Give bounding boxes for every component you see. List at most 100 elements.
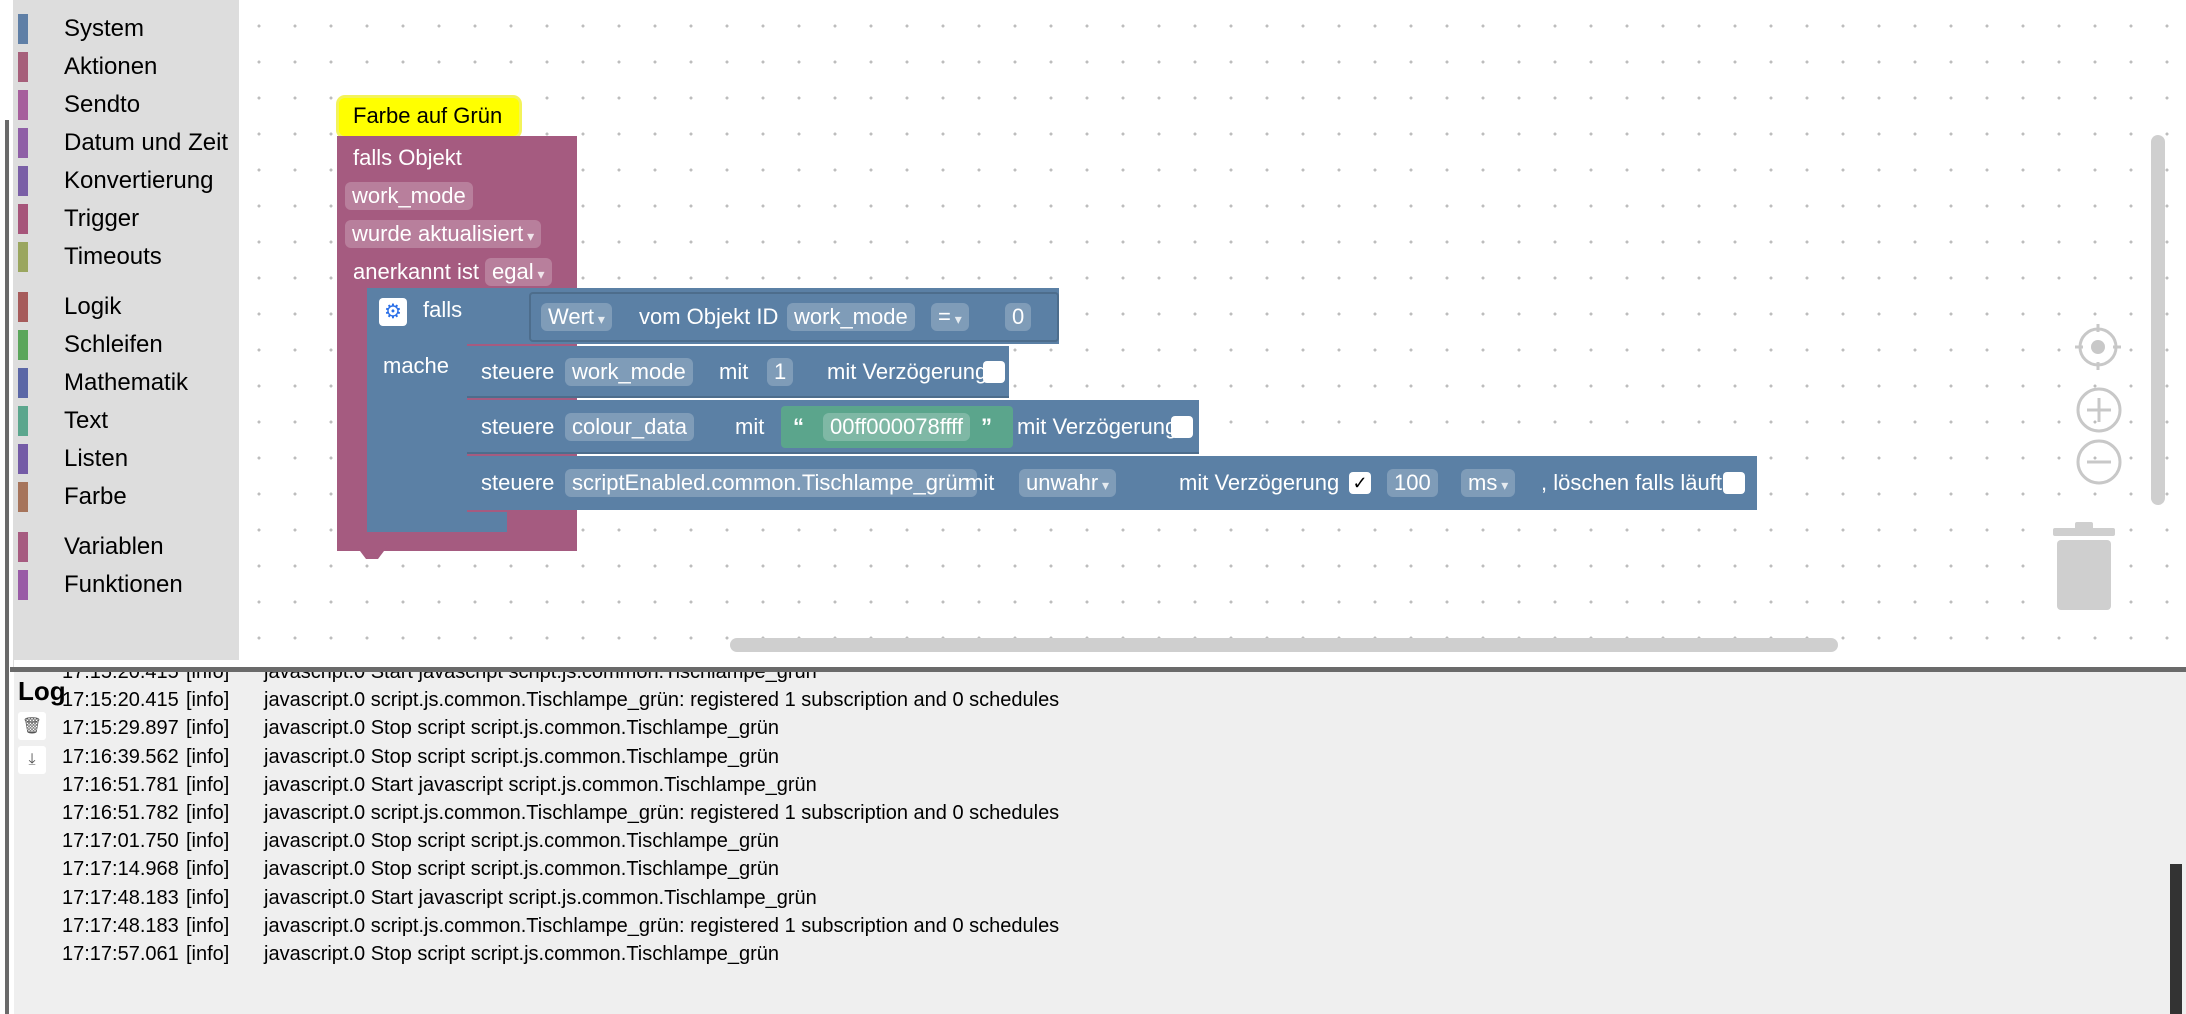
log-level: [info] [186, 914, 230, 937]
text-value-field[interactable]: 00ff000078ffff [823, 413, 970, 441]
set2-label: steuere [481, 414, 555, 439]
trigger-object-field[interactable]: work_mode [345, 182, 473, 210]
clear-running-checkbox[interactable] [1723, 472, 1745, 494]
toolbox-category[interactable]: Farbe [14, 478, 239, 516]
set-state-block-3[interactable]: steuere scriptEnabled.common.Tischlampe_… [467, 456, 1757, 510]
log-level: [info] [186, 717, 230, 740]
toolbox-category[interactable]: Datum und Zeit [14, 124, 239, 162]
toolbox-category[interactable]: Logik [14, 288, 239, 326]
toolbox-category[interactable]: Text [14, 402, 239, 440]
log-message: javascript.0 Stop script script.js.commo… [264, 717, 779, 740]
condition-object-field[interactable]: work_mode [787, 303, 915, 331]
log-time: 17:16:51.782 [62, 802, 179, 824]
comment-bubble[interactable]: Farbe auf Grün [339, 98, 519, 136]
toolbox-category[interactable]: System [14, 10, 239, 48]
category-color-swatch [18, 166, 28, 196]
category-label: Funktionen [64, 571, 183, 598]
operator-dropdown[interactable]: = [931, 303, 969, 331]
category-color-swatch [18, 330, 28, 360]
toolbox-category[interactable]: Mathematik [14, 364, 239, 402]
compare-value-field[interactable]: 0 [1005, 303, 1032, 331]
set1-with-label: mit [719, 359, 749, 384]
vertical-scrollbar[interactable] [2151, 135, 2165, 505]
set1-object-field[interactable]: work_mode [565, 358, 693, 386]
if-bottom [367, 512, 507, 532]
category-color-swatch [18, 242, 28, 272]
pane-splitter[interactable] [10, 667, 2186, 672]
trigger-notch [357, 547, 387, 559]
category-color-swatch [18, 14, 28, 44]
compare-block[interactable]: Wert vom Objekt ID work_mode = 0 [529, 292, 1059, 342]
set1-value-field[interactable]: 1 [767, 358, 794, 386]
category-label: Aktionen [64, 53, 158, 80]
log-message: javascript.0 Stop script script.js.commo… [264, 943, 779, 965]
text-literal-block[interactable]: “ 00ff000078ffff ” [781, 406, 1013, 448]
category-color-swatch [18, 128, 28, 158]
category-label: Schleifen [64, 331, 163, 358]
set-state-block-1[interactable]: steuere work_mode mit 1 mit Verzögerung [467, 346, 1009, 398]
blockly-canvas[interactable]: Farbe auf Grün falls Objekt work_mode wu… [239, 6, 2169, 660]
toolbox-category[interactable]: Aktionen [14, 48, 239, 86]
trigger-event-dropdown[interactable]: wurde aktualisiert [345, 220, 542, 248]
set3-value-dropdown[interactable]: unwahr [1019, 469, 1117, 497]
center-target-icon[interactable] [2075, 324, 2121, 370]
delay-value-field[interactable]: 100 [1387, 469, 1438, 497]
toolbox-category[interactable]: Schleifen [14, 326, 239, 364]
category-color-swatch [18, 292, 28, 322]
set2-delay-label: mit Verzögerung [1017, 414, 1178, 439]
log-time: 17:16:51.781 [62, 773, 179, 796]
log-time: 17:17:01.750 [62, 830, 179, 853]
toolbox-category[interactable]: Trigger [14, 200, 239, 238]
toolbox-category[interactable]: Funktionen [14, 566, 239, 604]
zoom-in-icon[interactable] [2075, 386, 2123, 434]
toolbox-category[interactable]: Variablen [14, 528, 239, 566]
category-label: Logik [64, 293, 122, 320]
log-level: [info] [186, 830, 230, 853]
log-level: [info] [186, 745, 230, 768]
log-message: javascript.0 Start javascript script.js.… [264, 886, 817, 909]
log-message: javascript.0 script.js.common.Tischlampe… [264, 802, 1060, 824]
log-message: javascript.0 script.js.common.Tischlampe… [264, 689, 1060, 712]
toolbox-category[interactable]: Timeouts [14, 238, 239, 276]
log-level: [info] [186, 943, 230, 965]
log-panel: Log 🗑 ⤓ 17:15:20.415[info]javascript.0 S… [0, 672, 2186, 1014]
quote-close: ” [981, 414, 992, 439]
set2-delay-checkbox[interactable] [1171, 416, 1193, 438]
if-left-bar [367, 288, 467, 532]
category-label: System [64, 15, 145, 42]
set3-object-field[interactable]: scriptEnabled.common.Tischlampe_grün [565, 469, 977, 497]
log-time: 17:16:39.562 [62, 745, 179, 768]
unit-dropdown[interactable]: ms [1461, 469, 1516, 497]
category-label: Sendto [64, 91, 141, 118]
zoom-out-icon[interactable] [2075, 438, 2123, 486]
horizontal-scrollbar[interactable] [730, 638, 1838, 652]
if-block[interactable]: ⚙ falls mache Wert vom Objekt ID work_mo… [367, 288, 1059, 532]
category-color-swatch [18, 444, 28, 474]
log-scrollbar[interactable] [2170, 864, 2182, 1014]
set1-delay-checkbox[interactable] [983, 361, 1005, 383]
clear-log-icon[interactable]: 🗑 [18, 712, 46, 740]
set-state-block-2[interactable]: steuere colour_data mit “ 00ff000078ffff… [467, 400, 1199, 454]
set1-label: steuere [481, 359, 555, 384]
category-label: Variablen [64, 533, 164, 560]
from-label: vom Objekt ID [639, 304, 779, 329]
download-log-icon[interactable]: ⤓ [18, 746, 46, 774]
set2-object-field[interactable]: colour_data [565, 413, 694, 441]
gear-icon[interactable]: ⚙ [379, 298, 407, 326]
trash-icon[interactable] [2051, 522, 2117, 612]
category-label: Datum und Zeit [64, 129, 229, 156]
log-message: javascript.0 Stop script script.js.commo… [264, 830, 779, 853]
category-color-swatch [18, 482, 28, 512]
value-select-dropdown[interactable]: Wert [541, 303, 612, 331]
log-message: javascript.0 script.js.common.Tischlampe… [264, 914, 1060, 937]
quote-open: “ [793, 414, 804, 439]
ack-dropdown[interactable]: egal [485, 258, 552, 286]
category-color-swatch [18, 406, 28, 436]
toolbox-category[interactable]: Konvertierung [14, 162, 239, 200]
toolbox-category[interactable]: Sendto [14, 86, 239, 124]
right-edge [2170, 0, 2186, 690]
set3-delay-checkbox[interactable]: ✓ [1349, 472, 1371, 494]
category-color-swatch [18, 532, 28, 562]
toolbox-category[interactable]: Listen [14, 440, 239, 478]
